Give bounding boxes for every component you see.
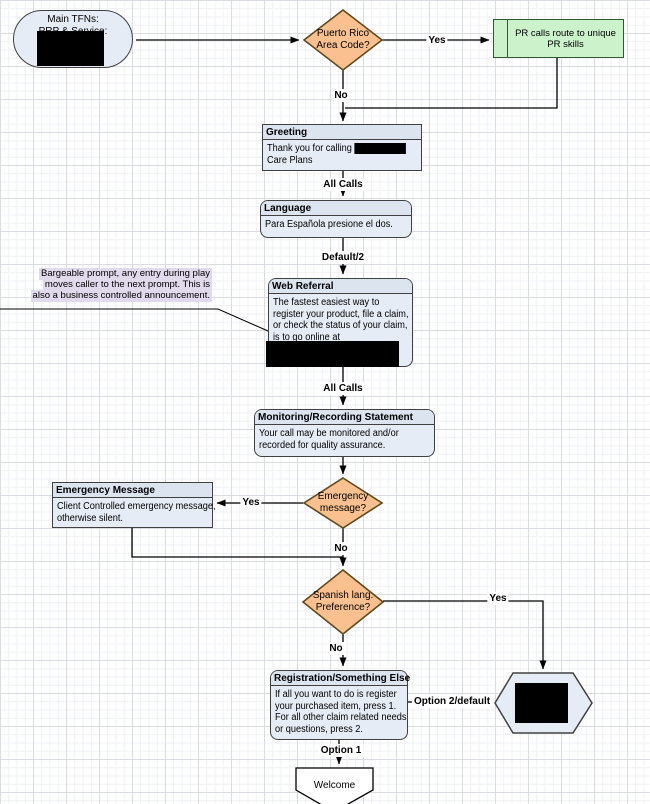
edge-spanish-yes xyxy=(383,600,547,670)
edge-label-all-calls-2: All Calls xyxy=(321,382,365,395)
emergency-decision xyxy=(302,477,384,529)
edge-skills-return xyxy=(345,58,558,109)
edge-emergency-return xyxy=(131,528,343,558)
redaction-box xyxy=(266,341,399,367)
redaction-box xyxy=(354,143,406,155)
emergency-decision-text: Emergency message? xyxy=(317,491,369,514)
registration-body-line: For all other claim related needs xyxy=(275,712,407,723)
edge-label-option-2: Option 2/default xyxy=(411,695,493,708)
redaction-box xyxy=(37,31,104,66)
welcome-shape xyxy=(295,767,374,804)
web-referral-body-line: is to go online at xyxy=(273,331,341,343)
edge-label-all-calls-1: All Calls xyxy=(321,178,365,191)
registration-body-line: your purchased item, press 1. xyxy=(275,700,397,712)
process-band-divider xyxy=(507,20,508,57)
annotation-note: Bargeable prompt, any entry during play … xyxy=(30,268,212,302)
edge-label-no-emergency: No xyxy=(332,542,350,555)
web-referral-body-line: register your product, file a claim, xyxy=(273,308,409,320)
start-terminator: Main TFNs: PRP & Service: xyxy=(13,10,133,68)
annotation-line: also a business controlled announcement. xyxy=(30,290,212,302)
monitoring-body-line: recorded for quality assurance. xyxy=(259,439,386,451)
language-process: Language Para Española presione el dos. xyxy=(260,200,412,238)
start-line1: Main TFNs: xyxy=(47,14,99,25)
greeting-process: Greeting Thank you for calling Care Plan… xyxy=(262,124,422,171)
registration-process: Registration/Something Else If all you w… xyxy=(270,670,411,740)
spanish-decision-text: Spanish lang. Preference? xyxy=(312,590,374,613)
web-referral-body-line: The fastest easiest way to xyxy=(273,297,380,308)
registration-header: Registration/Something Else xyxy=(274,673,411,684)
annotation-line: moves caller to the next prompt. This is xyxy=(42,279,212,291)
edge-label-no-spanish: No xyxy=(327,642,345,655)
monitoring-process: Monitoring/Recording Statement Your call… xyxy=(254,409,435,457)
web-referral-header: Web Referral xyxy=(272,281,334,292)
edge-label-yes-spanish: Yes xyxy=(487,592,509,605)
emergency-message-body-line: otherwise silent. xyxy=(57,512,123,524)
pr-area-code-decision xyxy=(302,8,384,72)
annotation-callout-line xyxy=(0,308,269,332)
pr-area-code-text: Puerto Rico Area Code? xyxy=(316,28,370,51)
registration-body-line: If all you want to do is register xyxy=(275,689,397,700)
emergency-message-process: Emergency Message Client Controlled emer… xyxy=(52,482,216,528)
annotation-line: Bargeable prompt, any entry during play xyxy=(39,268,212,280)
pr-skills-text: PR calls route to unique PR skills xyxy=(515,27,616,50)
web-referral-process: Web Referral The fastest easiest way to … xyxy=(266,278,413,367)
edge-label-yes-emergency: Yes xyxy=(240,496,262,509)
edge-label-no-pr: No xyxy=(332,89,350,102)
emergency-message-header: Emergency Message xyxy=(56,485,155,496)
web-referral-body-line: or check the status of your claim, xyxy=(273,320,408,331)
redaction-box xyxy=(515,683,568,723)
edge-label-default-2: Default/2 xyxy=(319,251,367,264)
registration-body-line: or questions, press 2. xyxy=(275,723,363,735)
spanish-decision xyxy=(301,568,385,636)
edge-label-option-1: Option 1 xyxy=(318,744,364,757)
pr-skills-process: PR calls route to unique PR skills xyxy=(493,19,624,58)
greeting-body-line2: Care Plans xyxy=(267,154,313,166)
greeting-body-line1: Thank you for calling xyxy=(267,143,352,154)
language-header: Language xyxy=(264,203,312,214)
monitoring-body-line: Your call may be monitored and/or xyxy=(259,428,399,439)
language-body: Para Española presione el dos. xyxy=(265,219,393,230)
greeting-header: Greeting xyxy=(266,127,308,138)
emergency-message-body-line: Client Controlled emergency message, xyxy=(57,501,216,512)
edge-label-yes-pr: Yes xyxy=(426,34,448,47)
monitoring-header: Monitoring/Recording Statement xyxy=(258,412,413,423)
welcome-text: Welcome xyxy=(313,779,356,791)
